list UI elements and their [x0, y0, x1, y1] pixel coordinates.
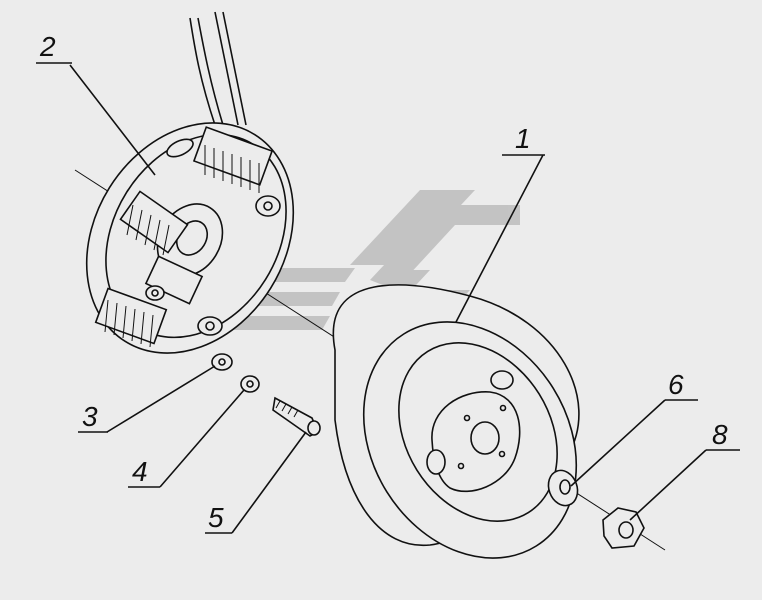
stator-screw-left — [145, 285, 165, 301]
leader-lines — [36, 62, 740, 534]
leader-8 — [629, 449, 707, 521]
coil-top — [192, 126, 274, 193]
leader-3 — [106, 365, 216, 433]
part-3-washer — [211, 353, 233, 371]
coil-left — [119, 190, 189, 256]
leader-1 — [455, 154, 544, 323]
leader-2 — [69, 64, 156, 176]
callout-2: 2 — [39, 31, 56, 62]
part-6-washer — [547, 469, 579, 507]
stator-assembly — [85, 11, 295, 354]
callout-6: 6 — [668, 369, 684, 400]
callout-3: 3 — [82, 401, 98, 432]
part-4-lock-washer — [240, 375, 260, 393]
part-8-nut — [602, 507, 645, 549]
flywheel-rotor — [332, 284, 580, 559]
stator-screw-top — [255, 195, 281, 217]
leader-6 — [570, 399, 666, 487]
stator-slot — [166, 138, 194, 158]
callout-1: 1 — [515, 123, 531, 154]
coil-lower-mid — [144, 255, 204, 305]
callout-4: 4 — [132, 456, 148, 487]
callout-8: 8 — [712, 419, 728, 450]
leader-5 — [231, 431, 307, 534]
leader-4 — [159, 389, 245, 488]
stator-screw-right — [197, 316, 223, 336]
coil-bottom — [94, 287, 168, 348]
part-5-screw — [272, 396, 321, 437]
callout-labels: 1 2 3 4 5 6 8 — [39, 31, 728, 533]
callout-5: 5 — [208, 502, 224, 533]
